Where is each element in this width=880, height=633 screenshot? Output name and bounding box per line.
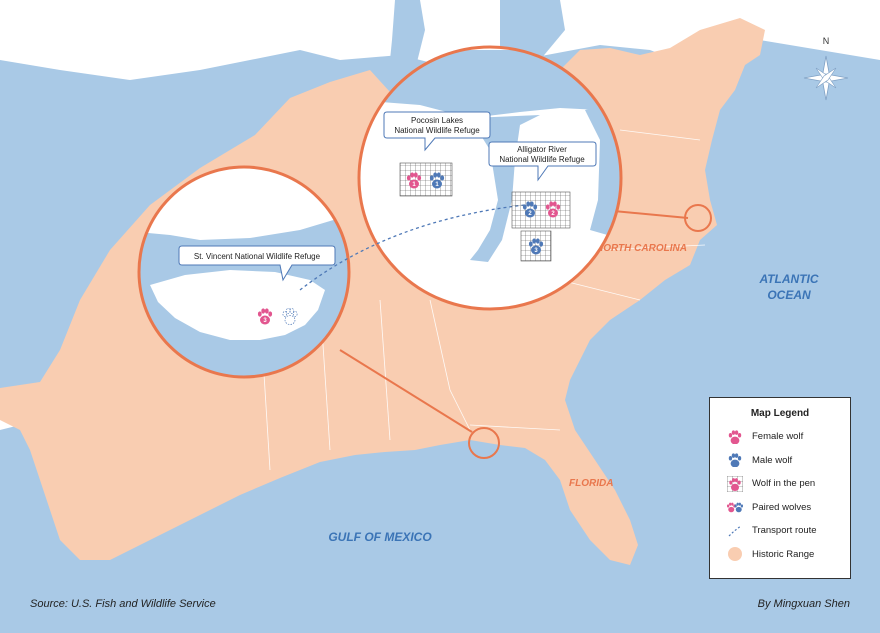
florida-label: FLORIDA [569, 478, 613, 489]
callout-st-vincent: St. Vincent National Wildlife Refuge [178, 245, 336, 282]
female-paw-icon [728, 430, 742, 444]
inset-st-vincent [137, 165, 351, 379]
wolf-id-female-2: 2 [551, 211, 555, 217]
inset-north-carolina [357, 45, 623, 311]
author-credit: By Mingxuan Shen [757, 598, 850, 610]
legend-label: Paired wolves [752, 501, 812, 513]
wolf-id-female-1: 1 [412, 182, 416, 188]
target-circle-florida [468, 427, 500, 459]
gulf-label: GULF OF MEXICO [328, 530, 432, 544]
legend-label: Historic Range [752, 548, 815, 560]
legend-item-wolf-in-pen: Wolf in the pen [710, 472, 850, 496]
target-circle-north-carolina [684, 204, 712, 232]
legend-title: Map Legend [750, 408, 810, 419]
north-carolina-label: NORTH CAROLINA [596, 243, 687, 254]
legend-item-transport-route: Transport route [710, 519, 850, 543]
atlantic-label-line1: ATLANTIC [758, 272, 818, 286]
legend-item-historic-range: Historic Range [710, 543, 850, 567]
wolf-id-male-2: 2 [528, 211, 532, 217]
legend-label: Transport route [752, 525, 817, 537]
land-north [0, 0, 880, 80]
compass-north-label: N [823, 36, 830, 46]
pen-alligator-single [520, 230, 552, 262]
atlantic-label-line2: OCEAN [767, 288, 811, 302]
lake-michigan [388, 0, 425, 95]
pocosin-label-line2: National Wildlife Refuge [394, 126, 480, 135]
wolf-id-male-3: 3 [534, 248, 538, 254]
legend-item-paired-wolves: Paired wolves [710, 496, 850, 520]
dashed-route-icon [728, 525, 742, 537]
legend-label: Male wolf [752, 454, 793, 466]
male-paw-icon [728, 453, 742, 468]
alligator-label-line2: National Wildlife Refuge [499, 155, 585, 164]
wolf-id-male-1: 1 [435, 182, 439, 188]
legend-label: Female wolf [752, 431, 804, 443]
alligator-label-line1: Alligator River [517, 145, 567, 154]
paired-paws-icon [726, 502, 744, 513]
pen-alligator-pair [511, 191, 571, 229]
pen-grid-icon [727, 475, 743, 492]
st-vincent-label: St. Vincent National Wildlife Refuge [194, 252, 321, 261]
inset-nc-river [470, 115, 540, 262]
compass-rose-icon [803, 55, 849, 101]
source-credit: Source: U.S. Fish and Wildlife Service [30, 598, 216, 610]
transport-route [299, 204, 526, 291]
callout-pocosin-lakes: Pocosin Lakes National Wildlife Refuge [383, 111, 491, 152]
callout-alligator-river: Alligator River National Wildlife Refuge [488, 141, 597, 182]
legend-label: Wolf in the pen [752, 478, 816, 490]
legend-item-female-wolf: Female wolf [710, 425, 850, 449]
inset-sv-island [150, 270, 325, 340]
wolf-id-female-3: 3 [263, 318, 267, 324]
historic-range-swatch-icon [728, 547, 742, 562]
pocosin-label-line1: Pocosin Lakes [411, 116, 463, 125]
legend-item-male-wolf: Male wolf [710, 449, 850, 473]
map-legend: Map Legend Female wolf Male wolf Wolf in… [709, 397, 851, 579]
